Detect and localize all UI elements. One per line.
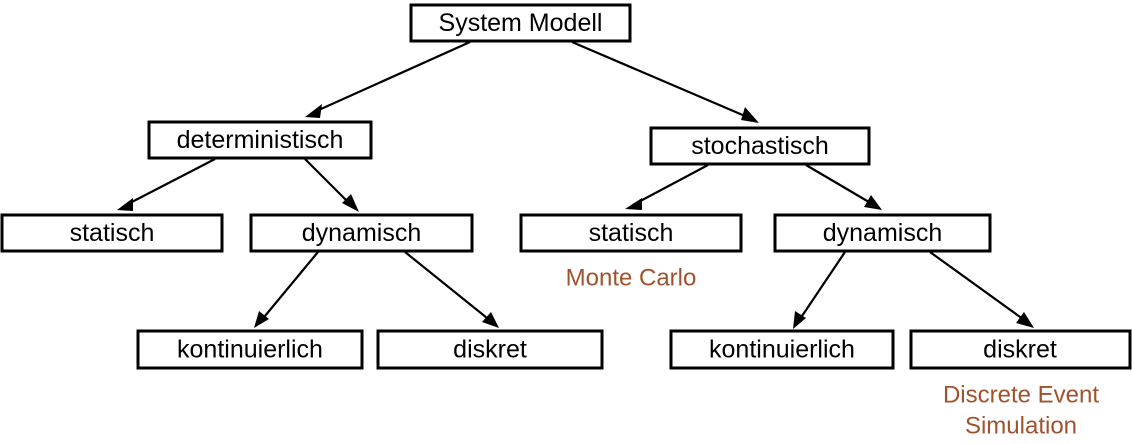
node-sto-kontinuierlich-label: kontinuierlich bbox=[709, 336, 855, 364]
node-deterministisch-dynamisch[interactable]: dynamisch bbox=[249, 213, 474, 253]
arrowhead-icon bbox=[117, 198, 133, 211]
edge-deterministisch-to-dynamisch bbox=[304, 158, 359, 212]
node-sto-kontinuierlich[interactable]: kontinuierlich bbox=[669, 329, 895, 370]
annotation-discrete-event-simulation-line2: Simulation bbox=[965, 412, 1077, 439]
edge-root-to-stochastisch bbox=[571, 40, 759, 123]
node-system-modell-label: System Modell bbox=[439, 9, 603, 37]
edge-det-dynamisch-to-diskret bbox=[404, 251, 499, 328]
node-det-kontinuierlich-label: kontinuierlich bbox=[177, 336, 323, 364]
arrowhead-icon bbox=[864, 195, 882, 210]
node-deterministisch-label: deterministisch bbox=[177, 126, 344, 154]
node-deterministisch[interactable]: deterministisch bbox=[147, 120, 373, 160]
node-deterministisch-statisch-label: statisch bbox=[70, 219, 155, 247]
arrowhead-icon bbox=[625, 198, 642, 210]
node-deterministisch-dynamisch-label: dynamisch bbox=[302, 219, 422, 247]
annotation-discrete-event-simulation-line1: Discrete Event bbox=[943, 381, 1099, 408]
node-stochastisch-label: stochastisch bbox=[691, 132, 829, 160]
arrowhead-icon bbox=[305, 104, 322, 118]
edge-sto-dynamisch-to-kontinuierlich bbox=[793, 251, 846, 329]
edge-sto-dynamisch-to-diskret bbox=[929, 251, 1034, 328]
node-stochastisch-dynamisch[interactable]: dynamisch bbox=[773, 213, 992, 253]
node-deterministisch-statisch[interactable]: statisch bbox=[0, 213, 224, 253]
edge-root-to-deterministisch bbox=[305, 40, 471, 118]
node-stochastisch-dynamisch-label: dynamisch bbox=[823, 219, 943, 247]
node-stochastisch[interactable]: stochastisch bbox=[649, 126, 871, 166]
edge-det-dynamisch-to-kontinuierlich bbox=[254, 251, 319, 328]
arrowhead-icon bbox=[254, 311, 269, 328]
arrowhead-icon bbox=[1016, 312, 1034, 328]
node-det-diskret-label: diskret bbox=[453, 336, 527, 364]
annotation-monte-carlo: Monte Carlo bbox=[566, 264, 697, 291]
node-sto-diskret-label: diskret bbox=[983, 336, 1057, 364]
arrowhead-icon bbox=[741, 107, 759, 123]
arrowhead-icon bbox=[342, 194, 359, 212]
node-stochastisch-statisch-label: statisch bbox=[589, 219, 674, 247]
node-stochastisch-statisch[interactable]: statisch bbox=[519, 213, 743, 253]
edge-stochastisch-to-statisch bbox=[625, 164, 709, 210]
edge-stochastisch-to-dynamisch bbox=[805, 164, 882, 210]
edge-deterministisch-to-statisch bbox=[117, 158, 216, 211]
arrowhead-icon bbox=[482, 312, 499, 328]
arrowhead-icon bbox=[793, 311, 806, 329]
node-system-modell[interactable]: System Modell bbox=[409, 3, 632, 43]
node-det-kontinuierlich[interactable]: kontinuierlich bbox=[136, 329, 364, 370]
node-det-diskret[interactable]: diskret bbox=[376, 329, 604, 370]
node-sto-diskret[interactable]: diskret bbox=[909, 329, 1132, 370]
